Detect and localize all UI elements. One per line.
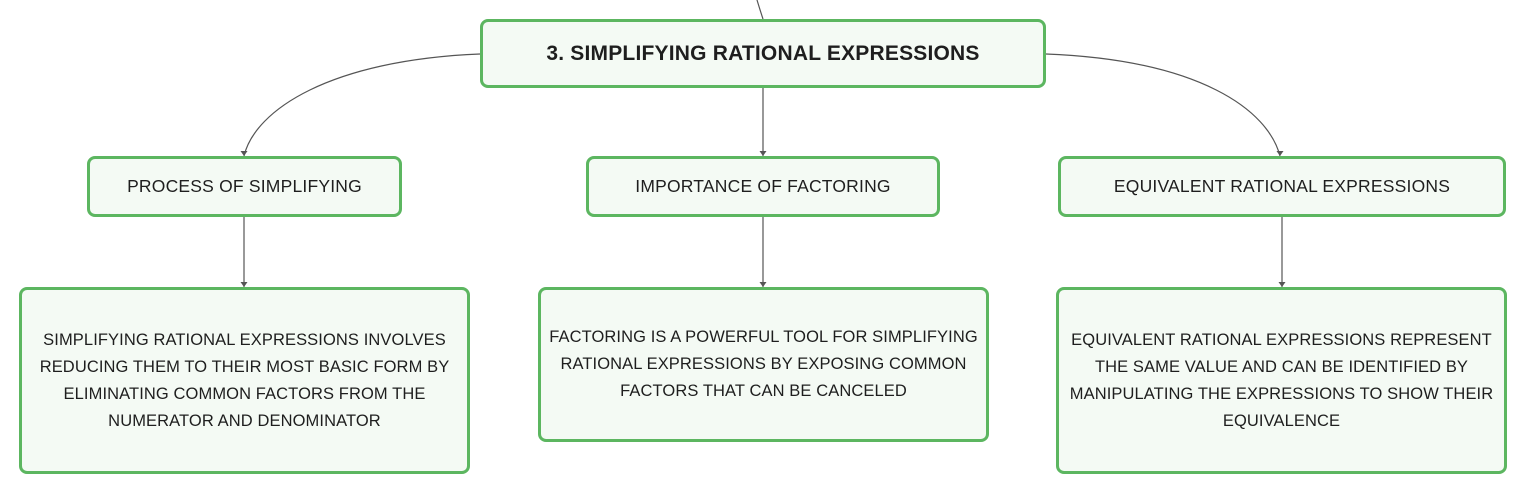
detail-node-equivalent-rational-expressions[interactable]: EQUIVALENT RATIONAL EXPRESSIONS REPRESEN… [1056, 287, 1507, 474]
connector-root-to-topic-1 [243, 53, 481, 157]
connector-incoming [756, 0, 764, 20]
arrowhead-detail-1 [240, 282, 248, 287]
topic-label: PROCESS OF SIMPLIFYING [127, 176, 362, 196]
arrowhead-detail-2 [759, 282, 767, 287]
root-label: 3. SIMPLIFYING RATIONAL EXPRESSIONS [546, 41, 980, 65]
detail-node-importance-of-factoring[interactable]: FACTORING IS A POWERFUL TOOL FOR SIMPLIF… [538, 287, 989, 442]
arrowhead-topic-2 [759, 151, 767, 156]
detail-node-process-of-simplifying[interactable]: SIMPLIFYING RATIONAL EXPRESSIONS INVOLVE… [19, 287, 470, 474]
detail-text: FACTORING IS A POWERFUL TOOL FOR SIMPLIF… [549, 328, 978, 400]
topic-label: EQUIVALENT RATIONAL EXPRESSIONS [1113, 176, 1451, 196]
detail-text: EQUIVALENT RATIONAL EXPRESSIONS REPRESEN… [1069, 330, 1494, 430]
connector-root-to-topic-3 [1045, 53, 1281, 157]
topic-node-process-of-simplifying[interactable]: PROCESS OF SIMPLIFYING [87, 156, 402, 217]
root-node[interactable]: 3. SIMPLIFYING RATIONAL EXPRESSIONS [480, 19, 1046, 88]
topic-label: IMPORTANCE OF FACTORING [635, 176, 891, 196]
arrowhead-detail-3 [1278, 282, 1286, 287]
topic-node-equivalent-rational-expressions[interactable]: EQUIVALENT RATIONAL EXPRESSIONS [1058, 156, 1506, 217]
topic-node-importance-of-factoring[interactable]: IMPORTANCE OF FACTORING [586, 156, 940, 217]
arrowhead-topic-1 [240, 151, 248, 156]
arrowhead-topic-3 [1276, 151, 1284, 156]
detail-text: SIMPLIFYING RATIONAL EXPRESSIONS INVOLVE… [39, 330, 450, 430]
